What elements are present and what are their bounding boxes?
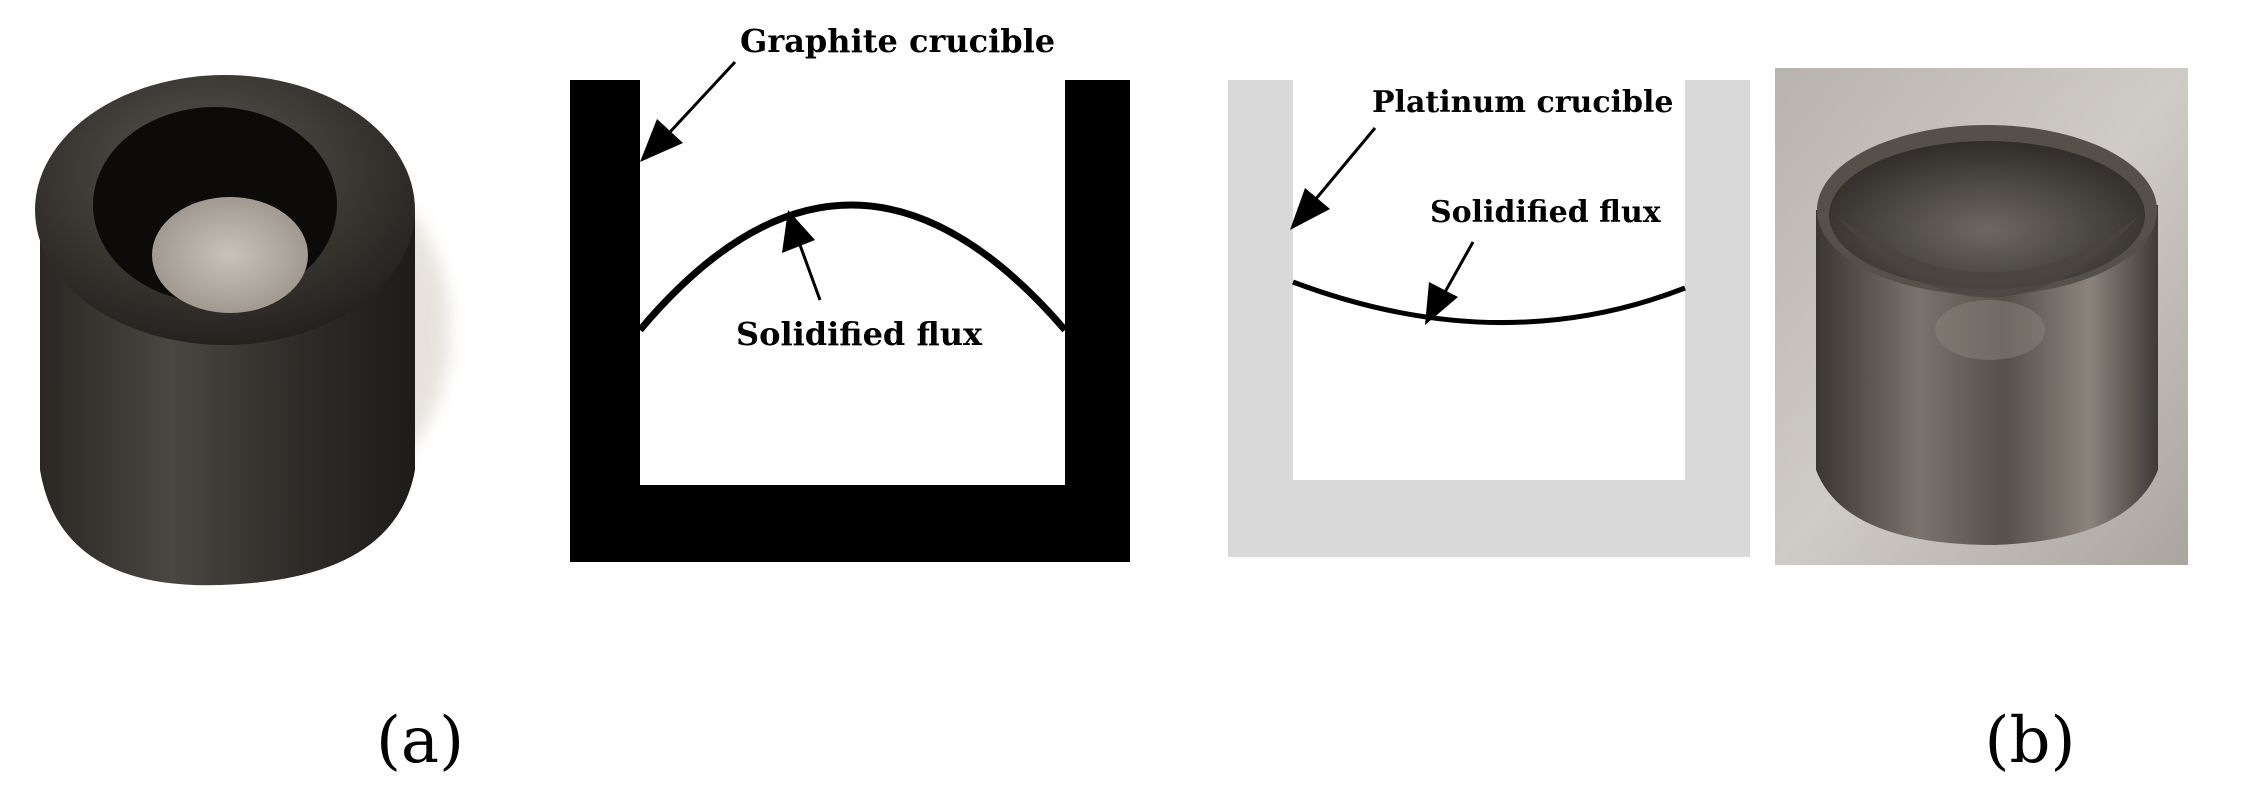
panel-label-b: (b)	[1985, 704, 2076, 778]
graphite-solidified-flux-curve	[637, 201, 1068, 333]
graphite-crucible-photo	[35, 75, 450, 586]
platinum-crucible-wall	[1228, 80, 1750, 557]
graphite-crucible-arrow	[640, 60, 737, 162]
platinum-crucible-diagram: Platinum crucible Solidified flux	[1228, 80, 1750, 557]
platinum-crucible-photo	[1775, 68, 2188, 565]
graphite-flux-arrow	[782, 210, 822, 301]
graphite-crucible-label: Graphite crucible	[740, 22, 1055, 60]
platinum-flux-arrow	[1425, 241, 1475, 325]
platinum-crucible-label: Platinum crucible	[1372, 85, 1673, 120]
platinum-crucible-arrow	[1290, 127, 1377, 230]
platinum-solidified-flux-curve	[1292, 279, 1686, 326]
panel-label-a: (a)	[376, 704, 464, 778]
platinum-flux-label: Solidified flux	[1430, 195, 1662, 230]
graphite-crucible-diagram: Graphite crucible Solidified flux	[570, 22, 1130, 562]
graphite-crucible-wall	[570, 80, 1130, 562]
graphite-flux-label: Solidified flux	[736, 315, 983, 353]
